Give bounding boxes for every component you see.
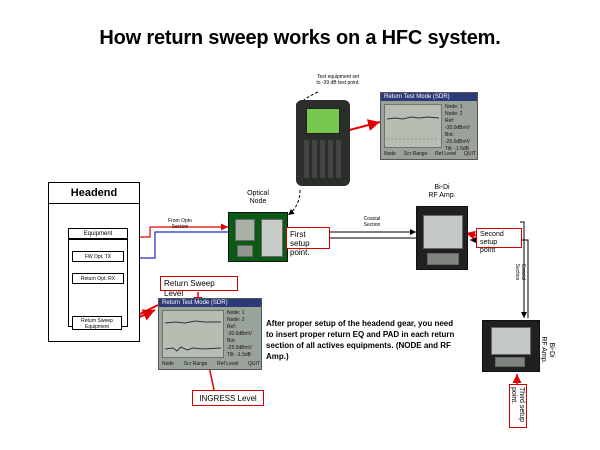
ingress-level-callout: INGRESS Level (192, 390, 264, 406)
third-setup-point-callout: Third setup point. (509, 384, 527, 428)
bottom-display-plot (162, 310, 224, 358)
instruction-text: After proper setup of the headend gear, … (266, 319, 455, 361)
sweep-test-meter-image (296, 100, 350, 186)
third-setup-point-text: Third setup point. (510, 387, 525, 423)
bottom-display-header: Return Test Mode (SDR) (159, 299, 261, 307)
bidi-rf-amp-2-image (482, 320, 540, 372)
headend-title: Headend (70, 187, 118, 199)
coax-down-arrow (520, 221, 527, 318)
bottom-display-trace (164, 320, 222, 352)
top-sweep-display: Return Test Mode (SDR) Node: 1 Node: 2 R… (380, 92, 478, 160)
top-display-softkeys: Node Scr Range Ref Level QUIT (384, 151, 476, 157)
test-equipment-callout: Test equipment set to -39 dB test point. (316, 74, 360, 86)
return-sweep-equipment-box: Return Sweep Equipment (72, 316, 122, 330)
bidi-rf-amp-label: Bi-Di RF Amp. (428, 184, 456, 199)
page-title: How return sweep works on a HFC system. (99, 27, 501, 49)
from-opto-section-label: From Opto Section (168, 218, 192, 230)
bidi-rf-amp-2-label: Bi-Di RF Amp. (540, 336, 555, 364)
fw-opt-tx-box: FW Opt. TX (72, 251, 124, 262)
top-display-readouts: Node: 1 Node: 2 Ref: -30.0dBmV Bot: -25.… (445, 104, 471, 152)
dashed-test-arrow (287, 189, 301, 216)
equipment-box: Equipment (68, 228, 128, 239)
return-sweep-level-callout: Return Sweep Level (160, 276, 238, 298)
coaxial-section-label: Coaxial Section (363, 216, 381, 228)
return-path-arrow (127, 231, 228, 262)
bottom-display-readouts: Node: 1 Node: 2 Ref: -30.0dBmV Bot: -25.… (227, 310, 253, 358)
bottom-display-softkeys: Node Scr Range Ref Level QUIT (162, 361, 260, 367)
first-setup-point-callout: First setup point. (286, 227, 330, 257)
optical-node-image (228, 212, 288, 262)
bidi-rf-amp-image (416, 206, 468, 270)
optical-node-label: Optical Node (247, 190, 269, 205)
coaxial-section-label-2: Coaxial Section (514, 263, 526, 281)
top-display-header: Return Test Mode (SDR) (381, 93, 477, 101)
top-display-trace (386, 116, 440, 140)
return-opt-rx-box: Return Opt. RX (72, 273, 124, 284)
top-display-plot (384, 104, 442, 148)
second-setup-point-callout: Second setup point (476, 228, 522, 254)
bottom-sweep-display: Return Test Mode (SDR) Node: 1 Node: 2 R… (158, 298, 262, 370)
